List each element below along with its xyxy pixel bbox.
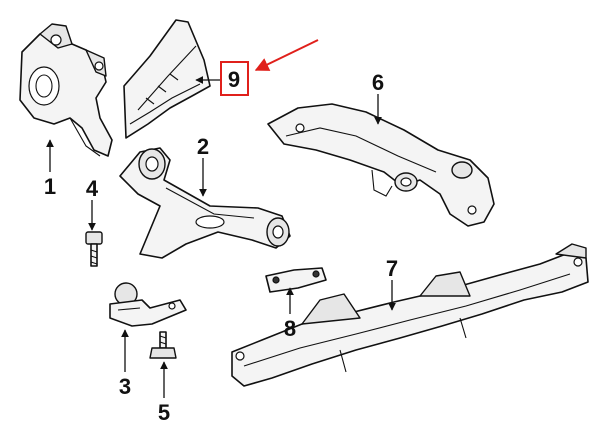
ball-joint-part — [109, 282, 187, 327]
callout-5: 5 — [158, 400, 170, 425]
splash-shield-part — [123, 19, 211, 139]
highlight-box — [220, 61, 249, 96]
callout-4: 4 — [86, 176, 99, 201]
nut-part — [149, 331, 177, 359]
callout-labels: 1 2 3 4 5 6 7 8 9 — [44, 67, 398, 425]
engine-crossmember-part — [267, 103, 495, 227]
lower-control-arm-part — [119, 147, 291, 259]
callout-1: 1 — [44, 174, 56, 199]
callout-7: 7 — [386, 256, 398, 281]
callout-8: 8 — [284, 316, 296, 341]
bolt-part — [85, 231, 103, 267]
callout-6: 6 — [372, 70, 384, 95]
frame-rail-part — [231, 243, 589, 387]
callout-2: 2 — [197, 134, 209, 159]
steering-knuckle-part — [19, 23, 113, 157]
leader-lines — [46, 76, 396, 398]
callout-3: 3 — [119, 374, 131, 399]
callout-9: 9 — [228, 67, 240, 92]
mount-bracket-part — [265, 267, 327, 293]
highlight-arrow — [254, 39, 319, 71]
